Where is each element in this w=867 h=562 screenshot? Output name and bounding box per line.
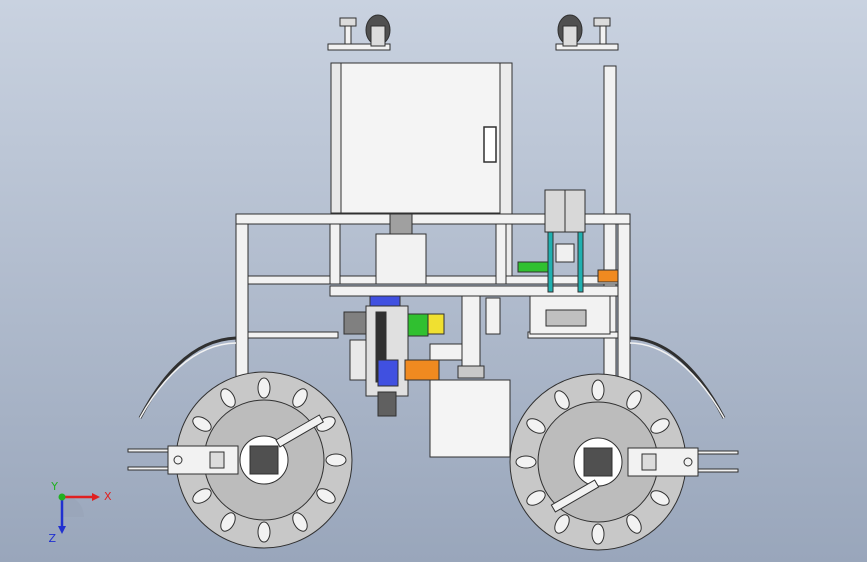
triad-z-label: Z [48,532,56,545]
caster-wheel-right[interactable] [555,14,619,51]
spindle-assembly[interactable] [343,213,501,417]
gripper[interactable] [429,379,511,458]
rear-wheel[interactable] [175,371,353,549]
axle-mount-left[interactable] [127,445,239,475]
triad-y-label: Y [50,480,58,493]
axle-mount-right[interactable] [627,447,739,477]
drive-motor[interactable] [517,189,619,335]
control-cabinet[interactable] [330,62,513,279]
caster-wheel-left[interactable] [327,14,391,51]
orientation-triad: X Y Z [48,480,112,545]
triad-x-label: X [104,490,112,503]
front-wheel[interactable] [509,373,687,551]
